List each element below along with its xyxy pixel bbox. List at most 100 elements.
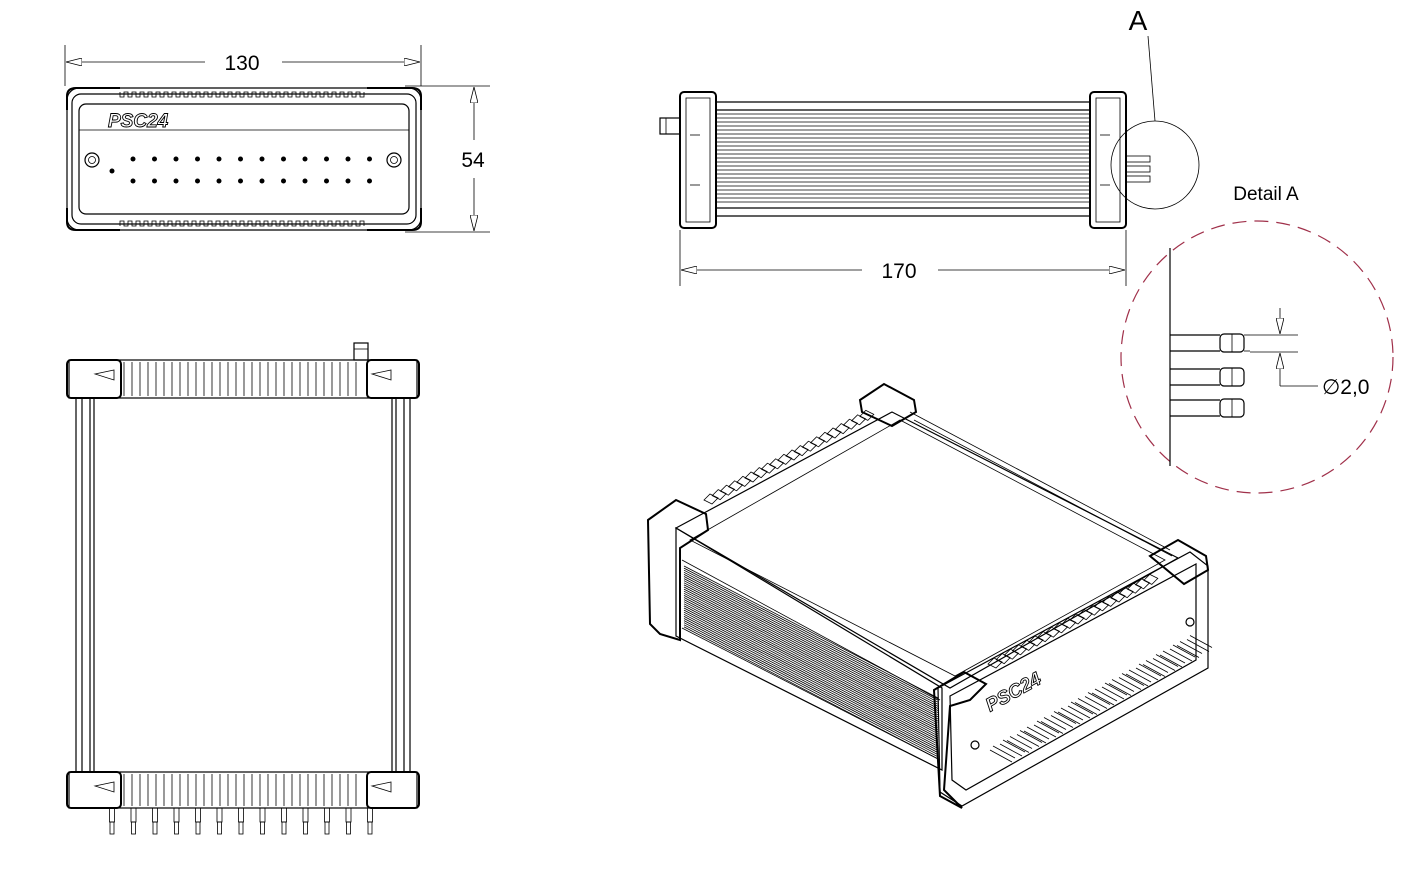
grille-line (683, 582, 939, 716)
side-view: A 170 (659, 5, 1200, 286)
iso-pin (992, 745, 1016, 759)
grille-line (683, 567, 939, 701)
iso-fin (1102, 595, 1118, 607)
connector-hole (345, 178, 351, 184)
connector-hole (367, 156, 372, 162)
grille-line (683, 592, 939, 726)
grille-line (683, 618, 939, 751)
iso-fin (1143, 573, 1159, 585)
grille-line (683, 620, 939, 753)
iso-pin (1162, 650, 1186, 664)
connector-pin (109, 807, 115, 823)
detail-marker-a: A (1129, 5, 1148, 36)
front-width-dimension: 130 (224, 52, 259, 75)
connector-hole (238, 156, 243, 162)
iso-pin (1057, 711, 1081, 725)
connector-pin-tip (152, 821, 158, 835)
connector-pin-tip (324, 821, 330, 835)
front-height-dimension: 54 (461, 149, 485, 172)
connector-pin (302, 807, 309, 823)
iso-pin (1159, 654, 1183, 668)
iso-fin (744, 471, 760, 483)
iso-pin (1019, 730, 1043, 743)
iso-fin (834, 423, 850, 435)
iso-fin (1118, 587, 1134, 599)
connector-pin-tip (281, 821, 287, 835)
iso-pin (989, 749, 1013, 763)
grille-line (683, 622, 939, 756)
grille-line (683, 586, 939, 720)
grille-line (683, 611, 939, 745)
iso-fin (719, 484, 736, 496)
connector-hole (324, 156, 329, 162)
iso-pin (1118, 677, 1142, 690)
iso-brand-label: PSC24 (982, 669, 1045, 717)
iso-pin (1094, 688, 1118, 702)
pin-diameter-dimension: ∅2,0 (1322, 376, 1370, 399)
grille-line (683, 569, 939, 703)
connector-pin-tip (367, 821, 373, 835)
iso-fin (1036, 631, 1052, 643)
connector-hole (130, 178, 136, 184)
iso-pin (1016, 734, 1040, 747)
connector-pin (130, 807, 137, 823)
iso-fin (785, 449, 801, 461)
iso-fin (793, 445, 809, 457)
grille-line (683, 603, 939, 737)
iso-fin (760, 462, 777, 474)
top-view (66, 342, 420, 835)
iso-pin (1111, 679, 1135, 692)
front-fins-bottom (119, 220, 365, 227)
iso-fin (850, 414, 867, 426)
grille-line (683, 607, 939, 741)
grille-line (683, 588, 939, 722)
iso-fin (777, 453, 793, 465)
iso-fin (727, 480, 744, 492)
iso-fin (1093, 600, 1110, 612)
iso-fin (1085, 604, 1102, 616)
iso-pin (1138, 663, 1162, 677)
connector-pin-tip (260, 821, 265, 835)
iso-fin (1020, 639, 1036, 651)
iso-pin (1101, 686, 1125, 700)
iso-fin (1044, 626, 1061, 638)
iso-fin (826, 427, 842, 439)
connector-pin-tip (346, 821, 351, 835)
iso-pin (1121, 673, 1145, 686)
grille-line (683, 574, 939, 707)
iso-pin (1145, 660, 1169, 673)
iso-fin (1126, 582, 1143, 594)
connector-pin (367, 807, 373, 823)
connector-pin (216, 807, 223, 823)
iso-fin (1011, 644, 1028, 656)
iso-pin (1169, 648, 1193, 662)
connector-pin (173, 807, 180, 823)
connector-hole (345, 156, 351, 162)
iso-pin (1040, 721, 1064, 734)
connector-hole (302, 156, 308, 162)
grille-line (683, 609, 939, 743)
iso-fin (1077, 609, 1093, 621)
grille-line (683, 601, 939, 735)
iso-pin (1186, 639, 1210, 652)
iso-fin (711, 489, 727, 501)
iso-fin (768, 458, 785, 470)
connector-hole (216, 178, 222, 184)
connector-hole (302, 178, 308, 184)
connector-pin-tip (131, 821, 136, 835)
connector-hole (281, 156, 286, 162)
iso-fin (842, 418, 859, 430)
grille-line (683, 595, 939, 728)
front-brand-label: PSC24 (108, 111, 169, 132)
front-fins-top (119, 91, 365, 98)
isometric-view: PSC24 (646, 382, 1213, 809)
front-view: 130 54 PSC24 (64, 45, 490, 233)
connector-pin-tip (217, 821, 222, 835)
iso-pin (1189, 635, 1213, 648)
connector-pin (345, 807, 352, 823)
connector-hole (195, 156, 200, 162)
iso-fin (703, 493, 719, 505)
iso-fin (1069, 613, 1085, 625)
connector-pin (152, 807, 158, 823)
